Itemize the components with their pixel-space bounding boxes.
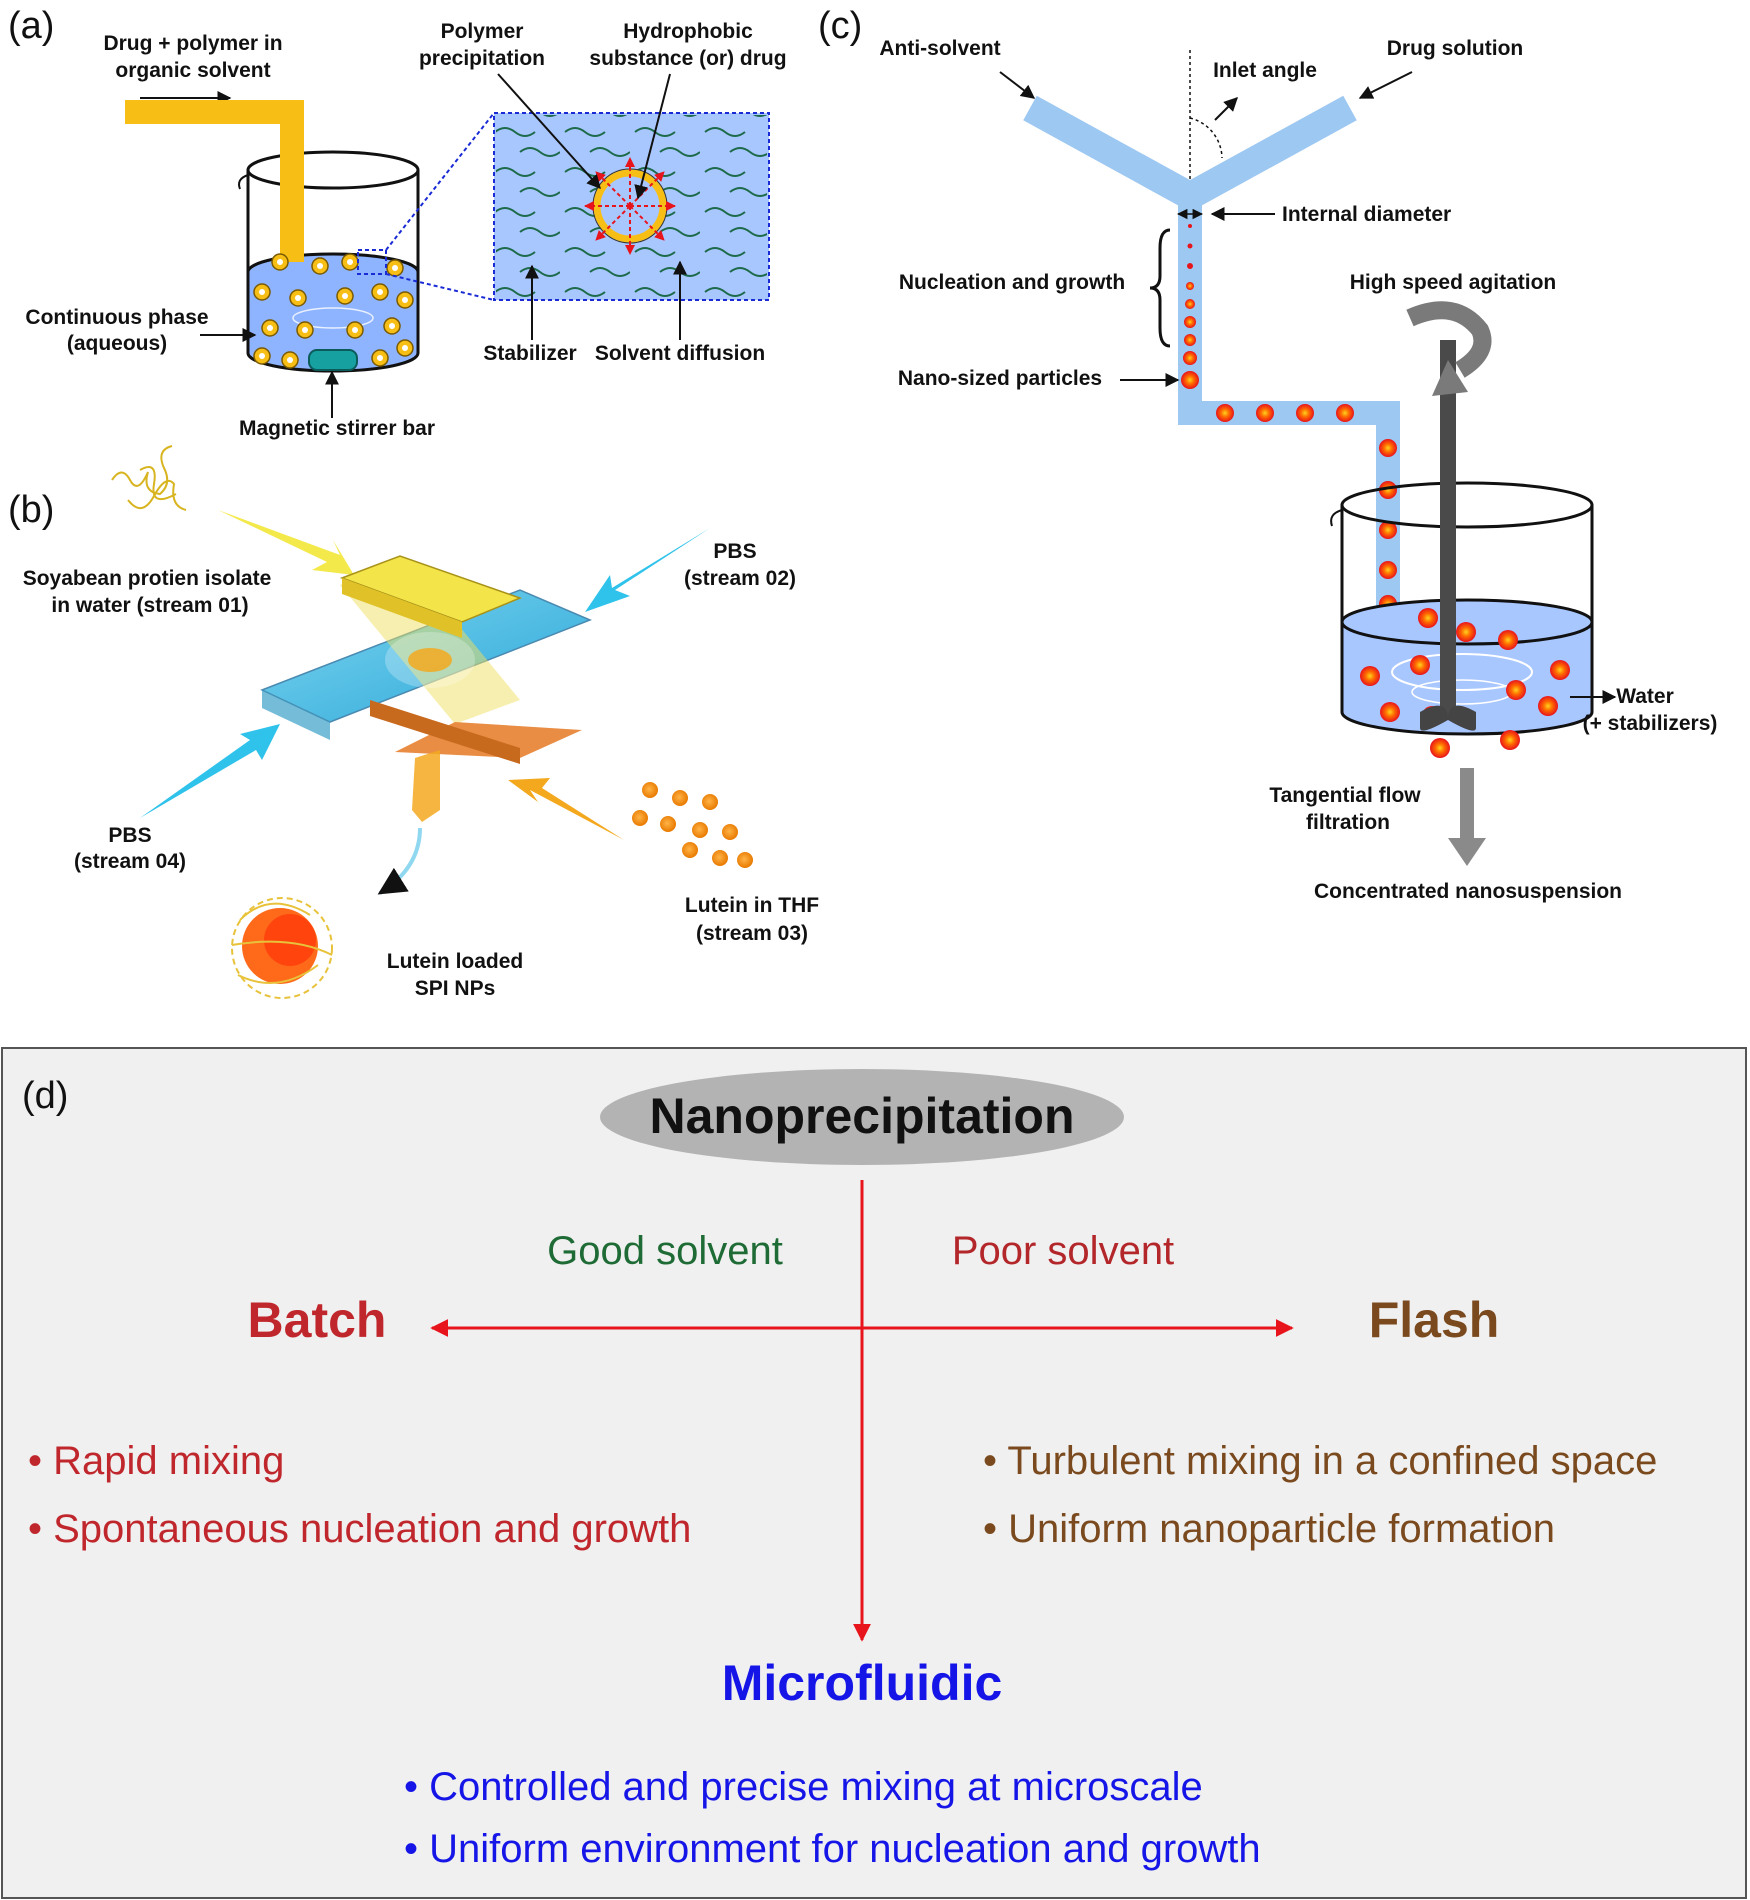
inlet-angle-arrow [1214,97,1238,121]
water-line2: (+ stabilizers) [1583,712,1718,735]
batch-bullet-1: • Rapid mixing [28,1439,284,1483]
inlet-label-line1: Drug + polymer in [103,32,282,55]
panel-a-label: (a) [8,5,54,47]
stream02-line1: PBS [713,540,756,563]
stream04-line1: PBS [108,824,151,847]
panel-a: (a) Drug + polymer in organic solvent [8,5,787,440]
drug-solution-arrow [1358,71,1413,99]
hydrophobic-arrow [634,73,671,200]
anti-solvent-arrow [999,71,1036,99]
growing-particles [1183,224,1197,365]
stream03-arrow [508,778,624,840]
tff-line1: Tangential flow [1269,784,1421,807]
microfluidic-chip [260,555,592,822]
agitator-shaft [1440,340,1456,720]
stream04-arrow [140,724,280,818]
panel-d-box [1,1047,1747,1899]
flash-title: Flash [1369,1292,1500,1348]
anti-solvent-label: Anti-solvent [879,37,1000,60]
nucleation-label: Nucleation and growth [899,271,1125,294]
panel-c: (c) Anti-solvent Drug solution Inlet ang… [818,5,1717,903]
panel-b: (b) Soyabean protien isolate in water (s… [8,445,819,1000]
hydrophobic-line2: substance (or) drug [589,47,786,70]
good-solvent-label: Good solvent [547,1229,783,1273]
panel-d: (d) Nanoprecipitation Good solvent Poor … [1,1047,1747,1899]
inlet-label-line2: organic solvent [115,59,270,82]
product-line2: SPI NPs [415,977,496,1000]
hydrophobic-line1: Hydrophobic [623,20,753,43]
diffusion-arrows [584,157,676,255]
filtration-arrow [1448,768,1486,866]
zoom-line-top [385,112,495,251]
stream02-line2: (stream 02) [684,567,796,590]
stream01-arrow [218,510,354,575]
rotation-arrow [1406,301,1492,378]
inlet-angle-arc [1189,117,1223,159]
nanoprecipitation-title: Nanoprecipitation [649,1088,1074,1144]
nano-particles-label: Nano-sized particles [898,367,1102,390]
internal-diameter-label: Internal diameter [1282,203,1451,226]
stream03-line1: Lutein in THF [685,894,819,917]
batch-title: Batch [248,1292,387,1348]
polymer-shell [593,169,667,243]
polymer-precipitation-arrow [497,73,601,190]
stream02-arrow [585,528,710,612]
continuous-phase-line2: (aqueous) [67,332,167,355]
continuous-phase-line1: Continuous phase [25,306,208,329]
zoom-inset [493,112,770,301]
polymer-precipitation-line1: Polymer [441,20,524,43]
inlet-angle-label: Inlet angle [1213,59,1317,82]
concentrated-label: Concentrated nanosuspension [1314,880,1622,903]
panel-d-label: (d) [22,1075,68,1117]
flash-bullet-2: • Uniform nanoparticle formation [983,1507,1555,1551]
panel-c-label: (c) [818,5,862,47]
stirrer-bar [308,349,358,371]
poor-solvent-label: Poor solvent [952,1229,1174,1273]
channel-particles [1181,371,1397,613]
zoom-line-bottom [385,273,495,301]
stabilizer-label: Stabilizer [483,342,576,365]
nucleation-brace [1149,228,1171,348]
product-arrow [377,827,422,895]
stream03-line2: (stream 03) [696,922,808,945]
tff-line2: filtration [1306,811,1390,834]
lutein-particles [632,782,753,868]
polymer-precipitation-line2: precipitation [419,47,545,70]
inlet-tube [125,100,304,262]
drug-solution-label: Drug solution [1387,37,1523,60]
impeller [1420,705,1476,731]
flash-bullet-1: • Turbulent mixing in a confined space [983,1439,1657,1483]
stirrer-label: Magnetic stirrer bar [239,417,435,440]
panel-b-label: (b) [8,489,54,531]
product-line1: Lutein loaded [387,950,524,973]
stream04-line2: (stream 04) [74,850,186,873]
beaker-c [1330,481,1594,736]
y-mixer-channel [1023,95,1400,610]
water-line1: Water [1616,685,1674,708]
solvent-diffusion-label: Solvent diffusion [595,342,765,365]
stream01-line2: in water (stream 01) [51,594,248,617]
zoom-source-box [357,249,387,275]
stream01-line1: Soyabean protien isolate [23,567,272,590]
protein-icon [111,445,187,511]
batch-bullet-2: • Spontaneous nucleation and growth [28,1507,691,1551]
microfluidic-title: Microfluidic [722,1655,1003,1711]
high-speed-label: High speed agitation [1350,271,1557,294]
microfluidic-bullet-2: • Uniform environment for nucleation and… [404,1827,1261,1871]
spi-nanoparticle [231,897,333,999]
microfluidic-bullet-1: • Controlled and precise mixing at micro… [404,1765,1203,1809]
nanoprecipitation-ellipse [600,1069,1124,1165]
